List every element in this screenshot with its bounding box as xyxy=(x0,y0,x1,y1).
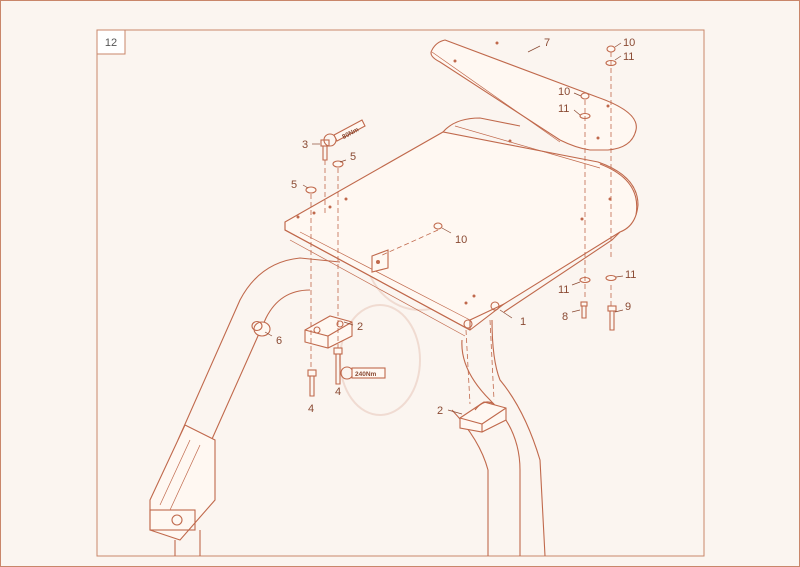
callout-10: 10 xyxy=(455,234,467,246)
callout-3: 3 xyxy=(302,139,308,151)
washers-and-nuts xyxy=(305,45,617,284)
torque-wrench-icon: 80Nm xyxy=(323,119,366,147)
part-2-clamp-lower xyxy=(459,401,507,433)
part-6-knob xyxy=(251,320,271,337)
hinge-bracket xyxy=(149,424,216,556)
part-4-bolt-left xyxy=(307,369,317,397)
page-number-box xyxy=(96,29,126,55)
callout-6: 6 xyxy=(276,335,282,347)
callout-11: 11 xyxy=(558,284,569,296)
part-9-bolt xyxy=(607,305,617,331)
callout-11: 11 xyxy=(558,103,569,115)
callout-7: 7 xyxy=(544,37,550,49)
part-2-clamp-upper xyxy=(304,315,353,349)
drawing-border xyxy=(96,29,705,557)
callout-4: 4 xyxy=(335,386,341,398)
torque-wrench-icon: 240Nm xyxy=(340,366,386,380)
callout-2: 2 xyxy=(437,405,443,417)
part-7-top-plate xyxy=(430,39,637,151)
assembly-lines xyxy=(310,52,612,405)
page-number: 12 xyxy=(105,37,117,49)
callout-5: 5 xyxy=(350,151,356,163)
callout-11: 11 xyxy=(623,51,634,63)
leader-lines xyxy=(264,42,624,415)
callout-2: 2 xyxy=(357,321,363,333)
callout-9: 9 xyxy=(625,301,631,313)
part-1-main-bracket xyxy=(284,117,639,337)
callout-8: 8 xyxy=(562,311,568,323)
part-8-bolt xyxy=(580,301,588,319)
callout-11: 11 xyxy=(625,269,636,281)
callout-5: 5 xyxy=(291,179,297,191)
frame-tube xyxy=(177,257,546,557)
callout-4: 4 xyxy=(308,403,314,415)
callout-1: 1 xyxy=(520,316,526,328)
callout-10: 10 xyxy=(558,86,570,98)
torque-label-240: 240Nm xyxy=(355,371,377,378)
callout-10: 10 xyxy=(623,37,635,49)
callout-labels: 1 2 2 3 4 4 5 5 6 7 8 9 10 10 10 11 11 1… xyxy=(276,37,636,417)
